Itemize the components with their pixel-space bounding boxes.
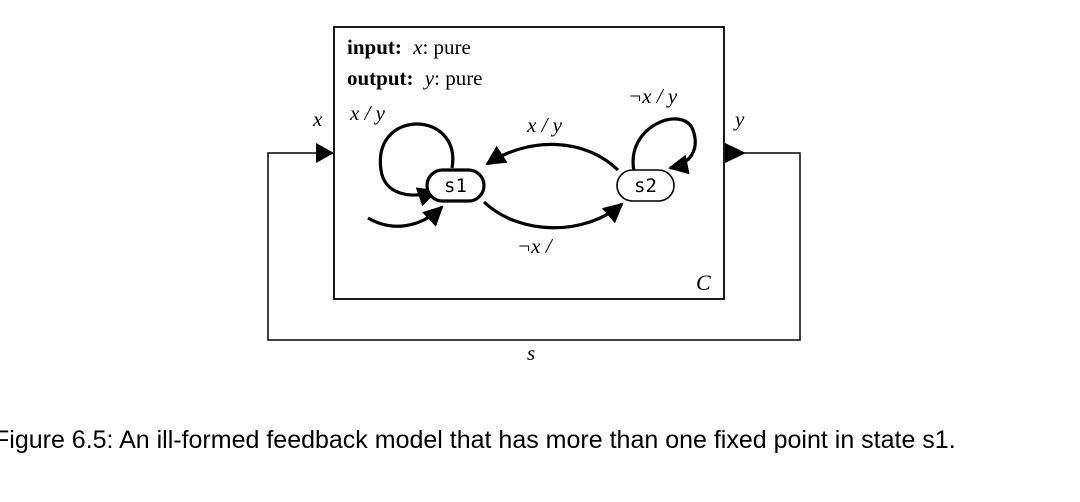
- output-keyword: output:: [347, 66, 414, 90]
- label-s1-self: x / y: [349, 101, 386, 125]
- svg-text:input: x: pure: input: x: pure: [347, 35, 471, 59]
- label-s2-to-s1: x / y: [526, 113, 563, 137]
- output-port-label: y: [733, 107, 745, 131]
- s1-self-loop: [378, 122, 455, 207]
- s2-self-loop: [631, 117, 697, 175]
- input-type: : pure: [422, 35, 470, 59]
- label-s1-to-s2: ¬x /: [517, 234, 554, 258]
- input-port-label: x: [312, 107, 323, 131]
- output-type: : pure: [434, 66, 482, 90]
- feedback-label: s: [527, 341, 535, 365]
- state-s2: [616, 169, 675, 202]
- actor-name: C: [696, 270, 711, 295]
- s2-to-s1-arrow: [485, 142, 620, 172]
- actor-box: [333, 26, 725, 300]
- figure-caption: Figure 6.5: An ill-formed feedback model…: [0, 426, 956, 454]
- label-s2-self: ¬x / y: [628, 84, 678, 108]
- state-s1: [425, 168, 486, 203]
- output-signal: y: [423, 66, 435, 90]
- initial-arrow: [367, 205, 444, 228]
- s1-to-s2-arrow: [482, 200, 624, 230]
- input-signal: x: [412, 35, 423, 59]
- output-port: [725, 143, 746, 163]
- state-s2-label: s2: [634, 175, 657, 197]
- feedback-wire: [267, 152, 801, 341]
- state-s1-label: s1: [444, 175, 467, 197]
- feedback-diagram: input: x: pure output: y: pure C x y s s…: [267, 26, 801, 365]
- svg-text:output: y: pure: output: y: pure: [347, 66, 483, 90]
- input-port: [316, 143, 334, 163]
- input-keyword: input:: [347, 35, 402, 59]
